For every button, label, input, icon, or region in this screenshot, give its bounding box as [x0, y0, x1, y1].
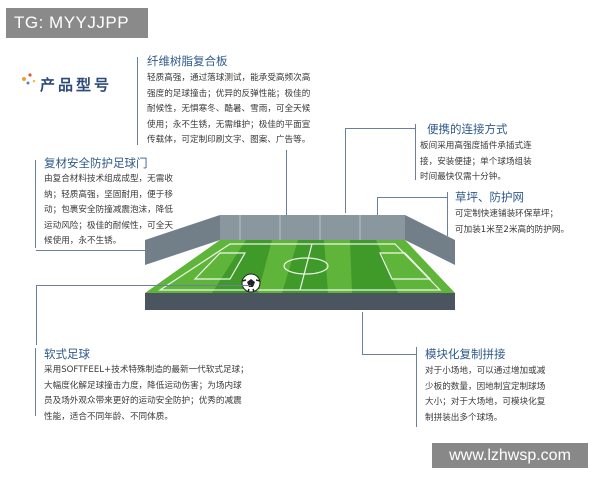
turf-line: 可加装1米至2米高的防护网。 [455, 224, 570, 235]
field-left-wall [145, 215, 220, 265]
fiber-line: 传载体，可定制印刷文字、图案、广告等。 [147, 135, 311, 145]
modular-leader-h [362, 354, 416, 356]
fiber-bracket [137, 57, 138, 145]
connect-title: 便携的连接方式 [427, 122, 508, 136]
ball-line: 员及场外观众带来更好的运动安全防护；优秀的减震 [44, 396, 242, 406]
connect-line: 接，安装便捷；单个球场组装 [420, 156, 532, 167]
tag-label: TG: MYYJJPP [6, 8, 148, 38]
field-right-wall [405, 215, 455, 265]
ball-line: 大幅度化解足球撞击力度，降低运动伤害；为场内球 [44, 380, 242, 391]
field-front-base [145, 293, 455, 310]
goal-line: 由复合材料技术组成成型，无需收 [44, 174, 173, 184]
connect-text: 板间采用高强度插件承插式连 接，安装便捷；单个球场组装 时间最快仅需十分钟。 [420, 139, 590, 186]
turf-text: 可定制快速铺装环保草坪； 可加装1米至2米高的防护网。 [455, 207, 595, 238]
connect-line: 时间最快仅需十分钟。 [420, 172, 506, 182]
modular-leader-v [362, 312, 364, 354]
goal-leader [36, 250, 186, 252]
connect-leader-h [345, 128, 415, 130]
field-back-wall [220, 215, 405, 240]
goal-line: 候使用，永不生锈。 [44, 236, 122, 246]
fiber-title: 纤维树脂复合板 [147, 54, 228, 68]
goal-line: 纳；轻质高强，坚固耐用，便于移 [44, 189, 173, 200]
goal-bracket [35, 160, 36, 248]
goal-title: 复材安全防护足球门 [44, 156, 148, 170]
modular-line: 对于小场地，可以通过增加或减 [425, 366, 546, 376]
ball-bracket [35, 348, 36, 416]
turf-leader-v [377, 197, 379, 231]
fiber-line: 强度的足球撞击；优异的反弹性能；极佳的 [147, 88, 311, 99]
turf-title: 草坪、防护网 [455, 190, 524, 204]
ball-title: 软式足球 [44, 347, 90, 361]
modular-bracket [416, 347, 417, 427]
modular-title: 模块化复制拼接 [425, 347, 506, 361]
turf-line: 可定制快速铺装环保草坪； [455, 209, 559, 219]
soccer-field-illustration [145, 215, 455, 310]
modular-text: 对于小场地，可以通过增加或减 少板的数量，因地制宜定制球场 大小；对于大场地，可… [425, 364, 590, 426]
modular-line: 制拼装出多个球场。 [425, 412, 503, 423]
watermark: www.lzhwsp.com [432, 443, 588, 468]
connect-leader-v [345, 128, 347, 213]
ball-line: 性能，适合不同年龄、不同体质。 [44, 411, 173, 422]
fiber-line: 耐候性，无惧寒冬、酷暑、雪雨，可全天候 [147, 104, 311, 114]
goal-line: 运动风险；极佳的耐候性，可全天 [44, 220, 173, 231]
product-title: 产品型号 [40, 76, 113, 94]
modular-line: 少板的数量，因地制宜定制球场 [425, 381, 546, 392]
fiber-text: 轻质高强，通过落球测试，能承受高频次高 强度的足球撞击；优异的反弹性能；极佳的 … [147, 71, 367, 149]
connect-bracket [415, 124, 416, 180]
modular-line: 大小；对于大场地，可模块化复 [425, 397, 546, 407]
fiber-line: 轻质高强，通过落球测试，能承受高频次高 [147, 73, 311, 83]
ball-line: 采用SOFTFEEL+技术特殊制造的最新一代软式足球； [44, 365, 249, 375]
fiber-leader [286, 150, 288, 216]
goal-text: 由复合材料技术组成成型，无需收 纳；轻质高强，坚固耐用，便于移 动；包裹安全防撞… [44, 172, 234, 250]
ball-text: 采用SOFTFEEL+技术特殊制造的最新一代软式足球； 大幅度化解足球撞击力度，… [44, 363, 304, 425]
ball-leader-h [36, 285, 251, 287]
soccer-ball-icon [241, 273, 261, 293]
connect-line: 板间采用高强度插件承插式连 [420, 141, 532, 151]
title-decoration-icon [22, 73, 36, 85]
turf-leader-h [377, 197, 447, 199]
turf-bracket [447, 192, 448, 236]
ball-leader-v [36, 285, 38, 345]
fiber-line: 使用；永不生锈，无需维护；极佳的平面宣 [147, 119, 311, 130]
goal-line: 动；包裹安全防撞减震泡沫，降低 [44, 205, 173, 215]
